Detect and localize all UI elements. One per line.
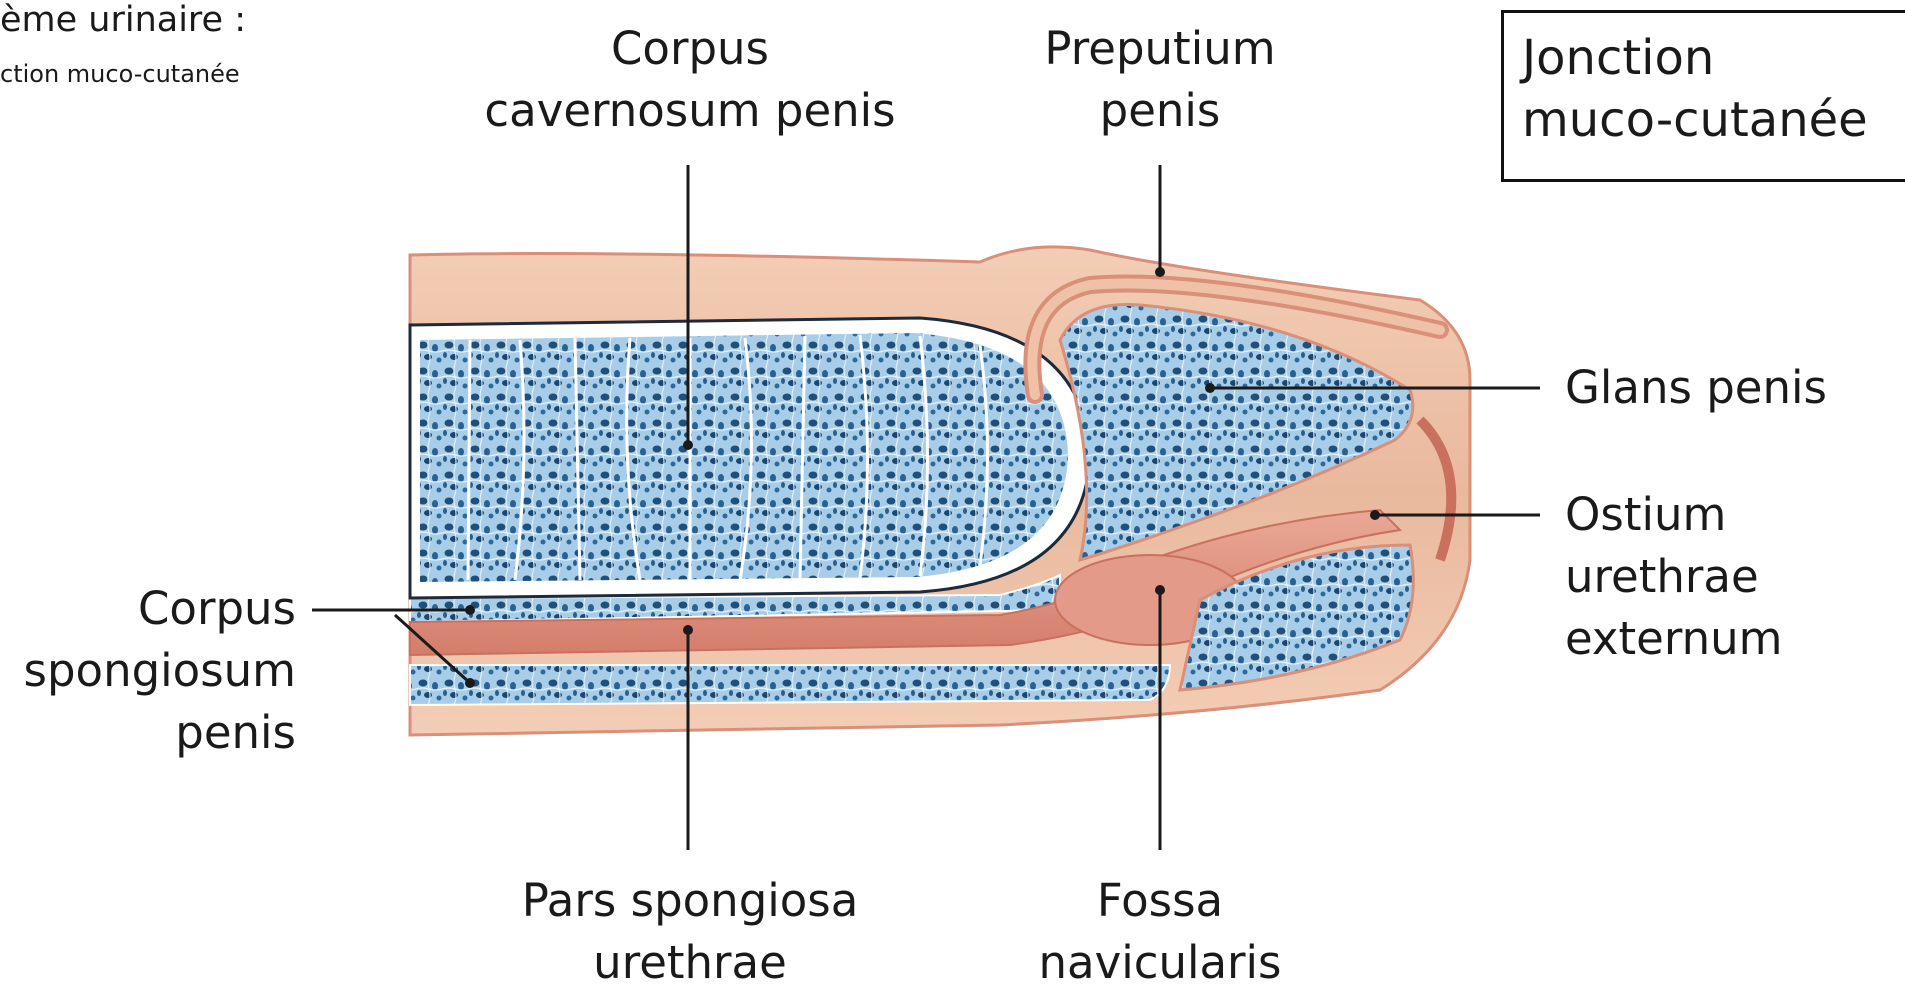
label-glans-penis: Glans penis: [1565, 357, 1827, 419]
label-corpus-spongiosum-penis: Corpus spongiosum penis: [0, 578, 296, 764]
corpus-spongiosum-lower: [410, 665, 1170, 705]
label-ostium-urethrae-externum: Ostium urethrae externum: [1565, 484, 1782, 670]
label-corpus-cavernosum: Corpus cavernosum penis: [470, 18, 910, 142]
label-pars-spongiosa-urethrae: Pars spongiosa urethrae: [490, 870, 890, 994]
label-fossa-navicularis: Fossa navicularis: [1010, 870, 1310, 994]
label-preputium-penis: Preputium penis: [1010, 18, 1310, 142]
